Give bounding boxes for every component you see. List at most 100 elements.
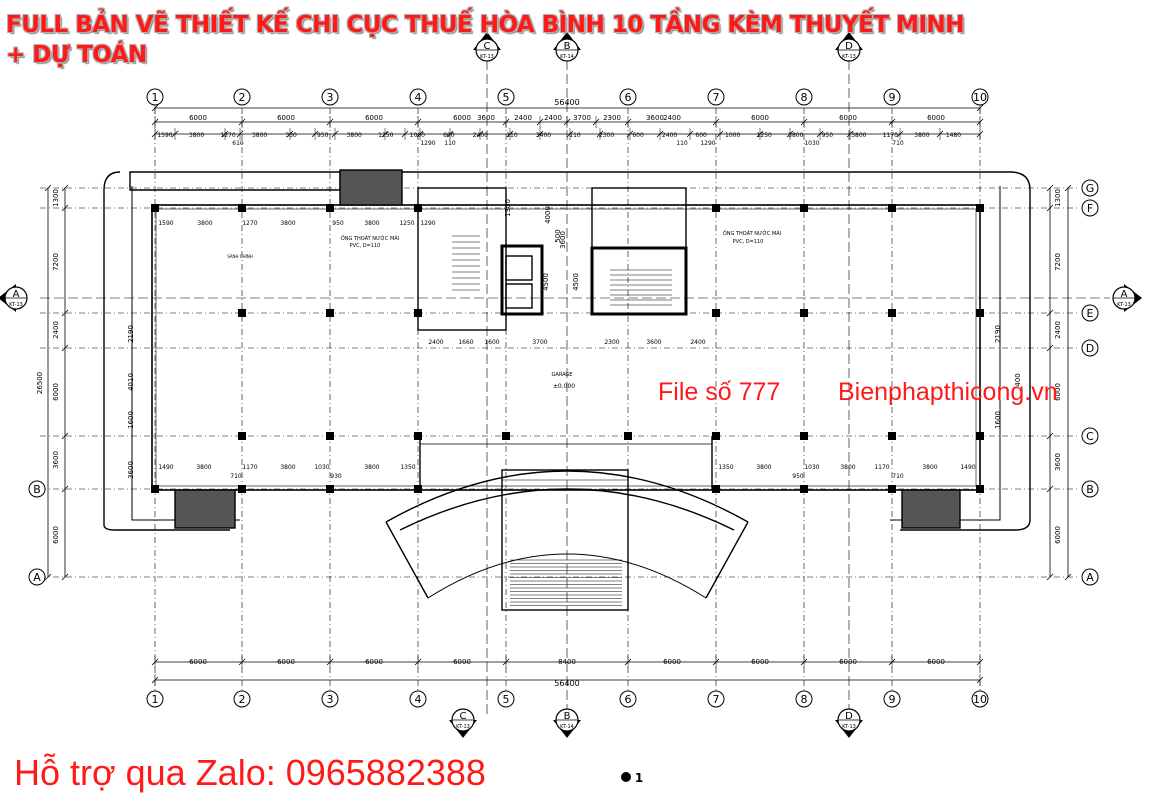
structural-column [888, 204, 896, 212]
structural-column [414, 204, 422, 212]
top-sub-dim-text: 3800 [347, 132, 362, 139]
inner-top-dim-text: 3800 [364, 220, 379, 227]
grid-bubble [233, 88, 251, 106]
website-label: Bienphapthicong.vn [838, 378, 1058, 406]
grid-bubble [707, 88, 725, 106]
grid-bubble [146, 88, 164, 106]
section-marker-letter: B [564, 41, 571, 52]
grid-bubble-label: 7 [713, 693, 720, 706]
structural-column [151, 485, 159, 493]
inner-bottom-dim-text: 1490 [158, 464, 173, 471]
toilet-block [591, 187, 687, 249]
top-sub-dim-text: 1270 [220, 132, 235, 139]
grid-bubble-label: 6 [625, 91, 632, 104]
elevator-car-1 [505, 255, 533, 281]
grid-bubble-label: 3 [327, 693, 334, 706]
top-dim-text: 6000 [277, 114, 295, 122]
top-dim-text: 2400 [663, 114, 681, 122]
top-sub-dim-text: 600 [443, 132, 455, 139]
top-sub-dim-text: 1290 [420, 140, 435, 147]
grid-bubble [409, 88, 427, 106]
grid-bubble [28, 568, 46, 586]
right-dim-text: 3600 [1054, 453, 1062, 471]
structural-column [151, 204, 159, 212]
entrance-steps-frame [501, 469, 629, 611]
entrance-canopy-edge [385, 521, 749, 599]
section-marker: BKT-14 [553, 32, 581, 62]
grid-bubble [497, 690, 515, 708]
outer-slab-right [400, 171, 1031, 531]
section-marker-letter: A [13, 289, 20, 300]
section-marker: CKT-13 [449, 708, 477, 738]
top-sub-dim-text: 3800 [914, 132, 929, 139]
top-sub-dim-text: 1030 [804, 140, 819, 147]
inner-top-dim-text: 3800 [280, 220, 295, 227]
top-dim-text: 6000 [453, 114, 471, 122]
inner-top-dim-text: 1590 [158, 220, 173, 227]
structural-column [712, 432, 720, 440]
inner-bottom-dim-text: 3800 [280, 464, 295, 471]
grid-bubble-label: 10 [973, 91, 987, 104]
top-sub-dim-text: 2300 [599, 132, 614, 139]
ramp-hatch-top [339, 169, 403, 206]
left-dim-text: 2190 [127, 325, 135, 343]
walls-layer [103, 169, 1031, 611]
top-dim-text: 6000 [189, 114, 207, 122]
grid-bubble [1081, 427, 1099, 445]
top-sub-dim-text: 1480 [946, 132, 961, 139]
structural-column [326, 432, 334, 440]
top-sub-dim-text: 1170 [883, 132, 898, 139]
inner-top-dim-text: 1250 [399, 220, 414, 227]
left-dim-text: 2400 [52, 321, 60, 339]
section-marker: CKT-13 [473, 32, 501, 62]
structural-column [326, 309, 334, 317]
structural-column [238, 485, 246, 493]
grid-bubble-label: F [1087, 202, 1093, 215]
top-sub-dim-text: 1000 [410, 132, 425, 139]
grid-bubble [883, 88, 901, 106]
top-dim-text: 6000 [927, 114, 945, 122]
dimension-tick [44, 573, 52, 581]
inner-mid-dim-text: 1600 [484, 339, 499, 346]
building-inner-wall [155, 208, 977, 487]
grid-bubble-label: 10 [973, 693, 987, 706]
core-dim-text: 1300 [504, 199, 512, 217]
top-sub-dim-text: 600 [632, 132, 644, 139]
top-dim-text: 3700 [573, 114, 591, 122]
bottom-dim-text: 6000 [751, 658, 769, 666]
bottom-dim-text: 6000 [663, 658, 681, 666]
section-marker-letter: D [845, 41, 853, 52]
page-title: FULL BẢN VẼ THIẾT KẾ CHI CỤC THUẾ HÒA BÌ… [6, 10, 1076, 70]
grid-bubble [1081, 199, 1099, 217]
grid-bubble-label: B [1086, 483, 1094, 496]
left-dim-text: 3600 [52, 451, 60, 469]
section-marker-letter: A [1121, 289, 1128, 300]
grid-bubble-label: E [1087, 307, 1094, 320]
inner-top-dim-text: 950 [332, 220, 344, 227]
right-dim-text: 7200 [1054, 253, 1062, 271]
grid-bubble-label: 2 [239, 693, 246, 706]
left-dim-text: 3600 [127, 461, 135, 479]
bottom-dim-text: 6000 [453, 658, 471, 666]
top-sub-dim-text: 3400 [536, 132, 551, 139]
grid-bubble-label: 1 [152, 693, 159, 706]
entrance-canopy-outer [385, 470, 749, 523]
dimension-tick [61, 485, 69, 493]
left-dim-text: 7200 [52, 253, 60, 271]
structural-column [414, 485, 422, 493]
drain-pipe-label-right: ỐNG THOÁT NƯỚC MÁI [723, 229, 781, 237]
inner-top-dim-text: 3800 [197, 220, 212, 227]
title-line-2: + DỰ TOÁN [6, 42, 147, 68]
section-marker: AKT-13 [1112, 284, 1142, 312]
section-marker: DKT-13 [835, 708, 863, 738]
entrance-canopy-inner [399, 488, 735, 531]
core-dim-text: 4000 [544, 206, 552, 224]
structural-column [976, 309, 984, 317]
grid-bubble-label: 4 [415, 91, 422, 104]
garage-level: ±0.000 [553, 383, 575, 390]
inner-bottom-dim-text: 3800 [840, 464, 855, 471]
top-dim-text: 2400 [544, 114, 562, 122]
grid-bubble-label: 1 [152, 91, 159, 104]
